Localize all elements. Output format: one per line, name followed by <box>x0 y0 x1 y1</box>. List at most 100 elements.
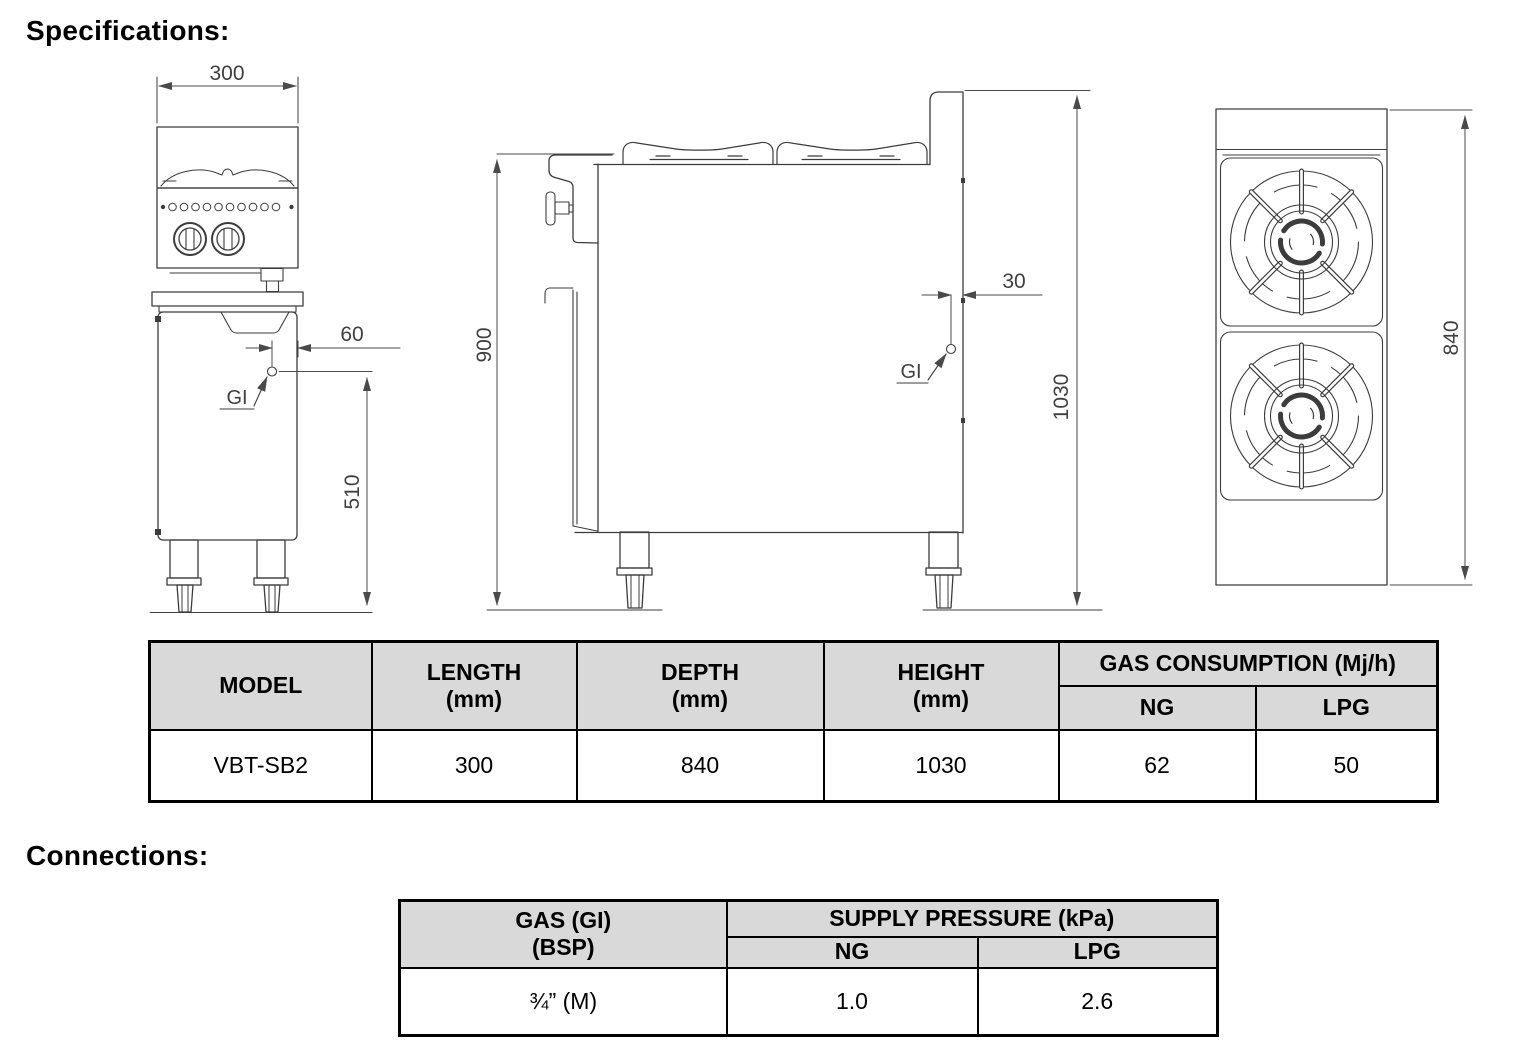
spec-depth-value: 840 <box>575 728 825 803</box>
spec-depth-header-label: DEPTH <box>661 658 739 685</box>
conn-ng-value: 1.0 <box>725 966 979 1037</box>
side-overall-height-dimension-group: 1030 <box>964 90 1091 606</box>
front-door-handle-recess <box>220 311 290 334</box>
side-knob-stem <box>554 201 570 215</box>
front-vent-holes <box>168 202 281 212</box>
conn-gas-size-value: ¾” (M) <box>398 966 728 1037</box>
front-legs <box>166 539 289 613</box>
front-feet <box>176 584 281 613</box>
front-leg-left-collar <box>166 577 202 586</box>
side-door-profile <box>572 289 598 532</box>
front-splashback <box>156 126 299 189</box>
spec-length-value: 300 <box>370 728 578 803</box>
grate1-burner-throat <box>1288 229 1315 255</box>
side-rear-edge-marks <box>961 178 965 423</box>
conn-gas-header-line2: (BSP) <box>531 934 595 961</box>
grate1-inner-ring-outer <box>1263 204 1340 280</box>
front-gas-inlet-callout: GI <box>219 366 278 410</box>
grate2-inner-ring-outer <box>1263 378 1340 454</box>
conn-ng-header: NG <box>725 935 979 969</box>
connections-table: GAS (GI) (BSP) SUPPLY PRESSURE (kPa) NG … <box>398 899 1219 1037</box>
top-depth-dimension: 840 <box>1440 320 1463 355</box>
side-knob-hub <box>568 204 574 213</box>
spec-height-header-unit: (mm) <box>912 685 970 712</box>
side-knob-face <box>545 191 556 226</box>
spec-length-header-label: LENGTH <box>426 658 522 685</box>
top-outline <box>1215 108 1388 586</box>
front-gas-inlet-point <box>266 366 278 377</box>
specifications-heading: Specifications: <box>26 15 230 46</box>
side-gas-offset-dimension-group: 30 <box>921 270 1043 345</box>
front-leg-left-upper <box>169 539 199 579</box>
spec-length-header: LENGTH (mm) <box>370 640 578 731</box>
spec-model-header: MODEL <box>148 640 373 731</box>
side-burner-trivets <box>622 141 928 165</box>
side-knob-profile <box>545 191 574 226</box>
spec-ng-header: NG <box>1057 684 1257 731</box>
valve-body <box>260 267 284 282</box>
spec-lpg-header: LPG <box>1254 684 1439 731</box>
spec-table-row: VBT-SB2 300 840 1030 62 50 <box>148 728 1439 803</box>
spec-depth-header: DEPTH (mm) <box>575 640 825 731</box>
side-shelf-and-bracket <box>544 287 574 304</box>
front-control-knobs <box>173 222 245 256</box>
front-gas-offset-ticks <box>271 340 299 367</box>
side-feet-detail-lines <box>630 574 949 609</box>
grate1-spokes-core <box>1250 169 1353 315</box>
side-feet <box>625 574 954 609</box>
spec-height-header: HEIGHT (mm) <box>822 640 1060 731</box>
valve-stem <box>265 280 280 293</box>
top-depth-ticks <box>1389 109 1473 586</box>
grate2-inner-ring-inner <box>1269 384 1334 448</box>
top-burner-module-2 <box>1219 331 1384 501</box>
side-splashback-profile <box>929 91 964 534</box>
knob-left-inner <box>178 227 202 251</box>
spec-depth-header-unit: (mm) <box>671 685 729 712</box>
top-burner-grate-2 <box>1229 342 1374 490</box>
side-overall-height-dimension: 1030 <box>1050 374 1073 421</box>
top-rear-band-lines <box>1215 148 1388 156</box>
knob-left-outer <box>173 222 207 256</box>
front-width-dimension: 300 <box>209 62 244 85</box>
knob-right-inner <box>216 227 240 251</box>
side-view-drawing: 900 30 <box>473 90 1103 611</box>
top-depth-dimension-group: 840 <box>1389 109 1473 586</box>
front-gas-height-dimension-group: 510 <box>278 371 373 606</box>
top-view-drawing: 840 <box>1215 108 1473 586</box>
grate2-spokes-core <box>1250 343 1353 489</box>
side-leg-front-collar <box>616 567 653 576</box>
side-worktop-height-dimension: 900 <box>473 327 496 362</box>
front-drip-tray <box>158 305 297 313</box>
knob-grip-lines <box>185 228 233 250</box>
side-leg-front-upper <box>619 531 650 569</box>
side-gas-offset-dimension: 30 <box>1002 270 1025 293</box>
conn-pressure-header: SUPPLY PRESSURE (kPa) <box>725 899 1219 938</box>
top-burner-module-1 <box>1219 157 1384 327</box>
front-gas-height-dimension: 510 <box>341 474 364 509</box>
conn-gas-header-line1: GAS (GI) <box>515 907 612 934</box>
spec-height-value: 1030 <box>822 728 1060 803</box>
side-gas-inlet-label: GI <box>900 361 921 383</box>
side-leg-rear-collar <box>925 567 962 576</box>
front-gas-offset-dimension-group: 60 <box>245 323 401 367</box>
spec-model-value: VBT-SB2 <box>148 728 373 803</box>
grate2-burner-throat <box>1288 403 1315 429</box>
front-gas-valve <box>260 267 284 293</box>
grate1-inner-ring-inner <box>1269 210 1334 274</box>
front-mid-band <box>151 291 304 307</box>
spec-lpg-value: 50 <box>1254 728 1439 803</box>
technical-drawings: 300 <box>149 62 1473 613</box>
side-gas-inlet-callout: GI <box>896 343 957 384</box>
front-leg-right-upper <box>256 539 286 579</box>
top-burner-grate-1 <box>1229 168 1374 316</box>
spec-length-header-unit: (mm) <box>445 685 503 712</box>
specifications-table: MODEL LENGTH (mm) DEPTH (mm) HEIGHT (mm)… <box>148 640 1439 803</box>
connections-heading: Connections: <box>26 840 209 871</box>
side-leg-rear-upper <box>928 531 959 569</box>
front-gas-offset-dimension: 60 <box>340 323 363 346</box>
side-legs <box>616 531 962 609</box>
knob-right-outer <box>211 222 245 256</box>
side-gas-inlet-point <box>945 343 957 355</box>
grate2-burner-head <box>1278 392 1325 440</box>
